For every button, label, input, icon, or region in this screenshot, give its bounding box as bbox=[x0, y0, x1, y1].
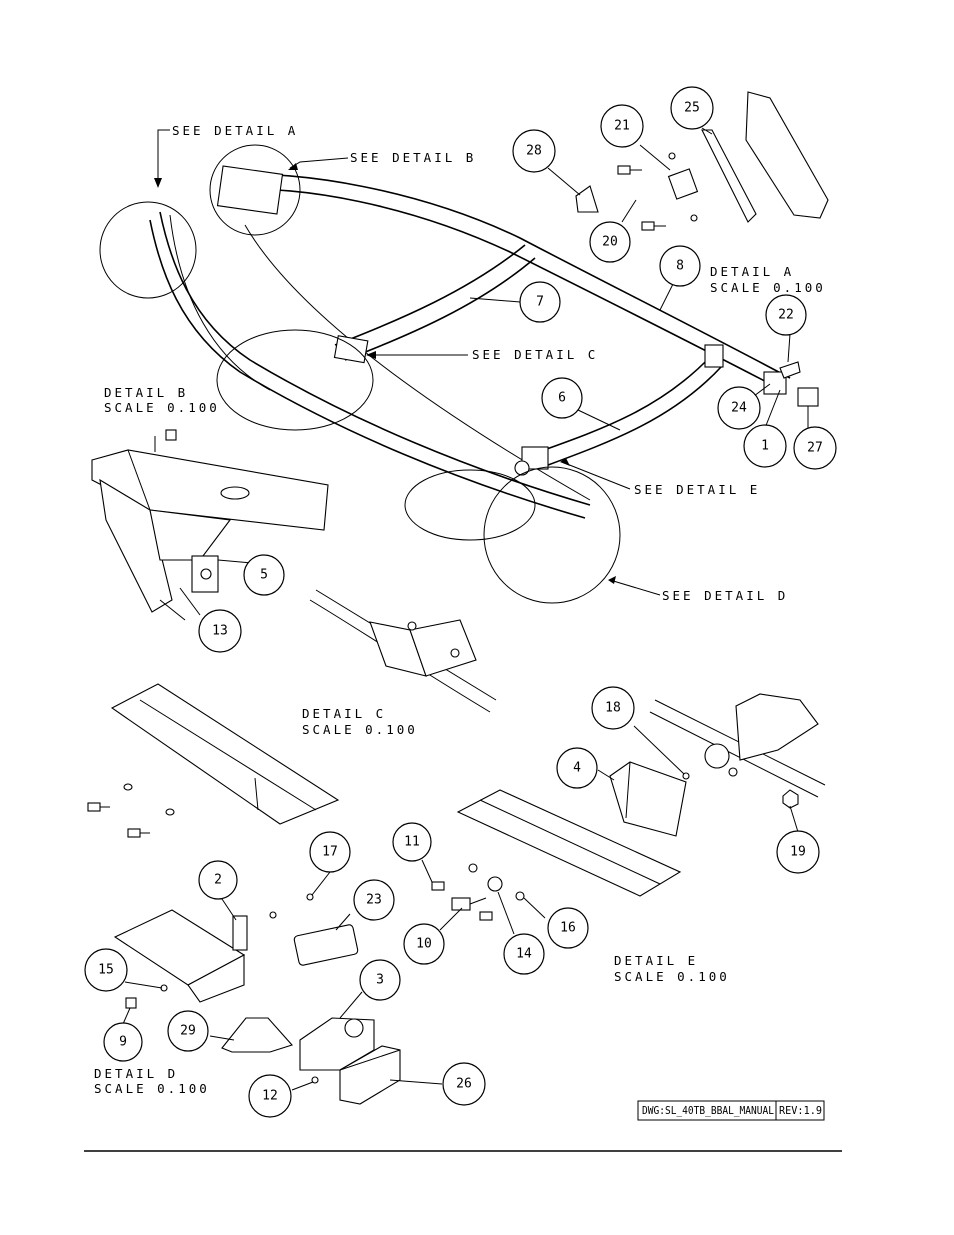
svg-text:7: 7 bbox=[536, 295, 544, 310]
svg-text:19: 19 bbox=[790, 845, 806, 860]
svg-text:18: 18 bbox=[605, 701, 621, 716]
detail-a-scale: SCALE 0.100 bbox=[710, 280, 826, 295]
drawing-number: DWG:SL_40TB_BBAL_MANUAL bbox=[642, 1105, 774, 1117]
balloon-29: 29 bbox=[167, 1010, 209, 1052]
balloon-28: 28 bbox=[512, 129, 556, 173]
balloon-leaders bbox=[122, 127, 809, 1091]
balloon-13: 13 bbox=[198, 609, 242, 653]
detail-b-scale: SCALE 0.100 bbox=[104, 400, 220, 415]
svg-text:28: 28 bbox=[526, 144, 542, 159]
svg-text:14: 14 bbox=[516, 947, 532, 962]
svg-text:23: 23 bbox=[366, 893, 382, 908]
balloon-20: 20 bbox=[589, 221, 631, 263]
svg-text:21: 21 bbox=[614, 119, 630, 134]
balloon-11: 11 bbox=[392, 822, 432, 862]
title-block: DWG:SL_40TB_BBAL_MANUAL REV:1.9 bbox=[637, 1100, 825, 1121]
svg-text:16: 16 bbox=[560, 921, 576, 936]
svg-text:29: 29 bbox=[180, 1024, 196, 1039]
balloon-4: 4 bbox=[556, 747, 598, 789]
svg-text:24: 24 bbox=[731, 401, 747, 416]
svg-text:12: 12 bbox=[262, 1089, 278, 1104]
trailer-frame bbox=[149, 165, 791, 519]
balloon-27: 27 bbox=[793, 426, 837, 470]
see-detail-b-callout: SEE DETAIL B bbox=[350, 150, 476, 165]
balloon-10: 10 bbox=[403, 923, 445, 965]
balloon-1: 1 bbox=[743, 424, 787, 468]
svg-text:2: 2 bbox=[214, 873, 222, 888]
svg-text:15: 15 bbox=[98, 963, 114, 978]
svg-text:8: 8 bbox=[676, 259, 684, 274]
svg-text:27: 27 bbox=[807, 441, 823, 456]
svg-text:11: 11 bbox=[404, 835, 420, 850]
balloon-16: 16 bbox=[547, 907, 589, 949]
see-detail-a-callout: SEE DETAIL A bbox=[172, 123, 298, 138]
leader-lines bbox=[154, 129, 661, 596]
detail-d-title: DETAIL D bbox=[94, 1066, 178, 1081]
balloon-12: 12 bbox=[248, 1074, 292, 1118]
svg-text:26: 26 bbox=[456, 1077, 472, 1092]
detail-circles bbox=[99, 144, 621, 604]
balloon-6: 6 bbox=[541, 377, 583, 419]
detail-d-parts bbox=[87, 683, 401, 1105]
detail-b-parts bbox=[91, 429, 329, 621]
detail-b-title: DETAIL B bbox=[104, 385, 188, 400]
detail-e-title: DETAIL E bbox=[614, 953, 698, 968]
detail-c-scale: SCALE 0.100 bbox=[302, 722, 418, 737]
svg-text:4: 4 bbox=[573, 761, 581, 776]
svg-text:20: 20 bbox=[602, 235, 618, 250]
detail-c-parts bbox=[309, 589, 497, 713]
balloon-23: 23 bbox=[353, 879, 395, 921]
balloon-9: 9 bbox=[103, 1022, 143, 1062]
svg-text:9: 9 bbox=[119, 1035, 127, 1050]
detail-d-scale: SCALE 0.100 bbox=[94, 1081, 210, 1096]
balloon-15: 15 bbox=[84, 948, 128, 992]
detail-e-parts bbox=[431, 693, 826, 921]
balloon-3: 3 bbox=[359, 959, 401, 1001]
svg-text:5: 5 bbox=[260, 568, 268, 583]
balloon-24: 24 bbox=[717, 386, 761, 430]
balloon-5: 5 bbox=[243, 554, 285, 596]
balloon-18: 18 bbox=[591, 686, 635, 730]
revision: REV:1.9 bbox=[779, 1105, 822, 1117]
svg-text:10: 10 bbox=[416, 937, 432, 952]
balloon-26: 26 bbox=[442, 1062, 486, 1106]
svg-text:6: 6 bbox=[558, 391, 566, 406]
balloon-25: 25 bbox=[670, 86, 714, 130]
svg-text:22: 22 bbox=[778, 308, 794, 323]
detail-c-title: DETAIL C bbox=[302, 706, 386, 721]
detail-a-title: DETAIL A bbox=[710, 264, 794, 279]
detail-e-scale: SCALE 0.100 bbox=[614, 969, 730, 984]
balloon-19: 19 bbox=[776, 830, 820, 874]
see-detail-e-callout: SEE DETAIL E bbox=[634, 482, 760, 497]
see-detail-c-callout: SEE DETAIL C bbox=[472, 347, 598, 362]
balloon-14: 14 bbox=[503, 933, 545, 975]
svg-text:25: 25 bbox=[684, 101, 700, 116]
balloon-21: 21 bbox=[600, 104, 644, 148]
balloon-7: 7 bbox=[519, 281, 561, 323]
balloon-22: 22 bbox=[765, 294, 807, 336]
svg-text:13: 13 bbox=[212, 624, 228, 639]
balloon-8: 8 bbox=[659, 245, 701, 287]
balloon-2: 2 bbox=[198, 860, 238, 900]
svg-text:17: 17 bbox=[322, 845, 338, 860]
balloon-17: 17 bbox=[309, 831, 351, 873]
svg-text:1: 1 bbox=[761, 439, 769, 454]
svg-text:3: 3 bbox=[376, 973, 384, 988]
see-detail-d-callout: SEE DETAIL D bbox=[662, 588, 788, 603]
detail-a-parts bbox=[575, 91, 829, 407]
